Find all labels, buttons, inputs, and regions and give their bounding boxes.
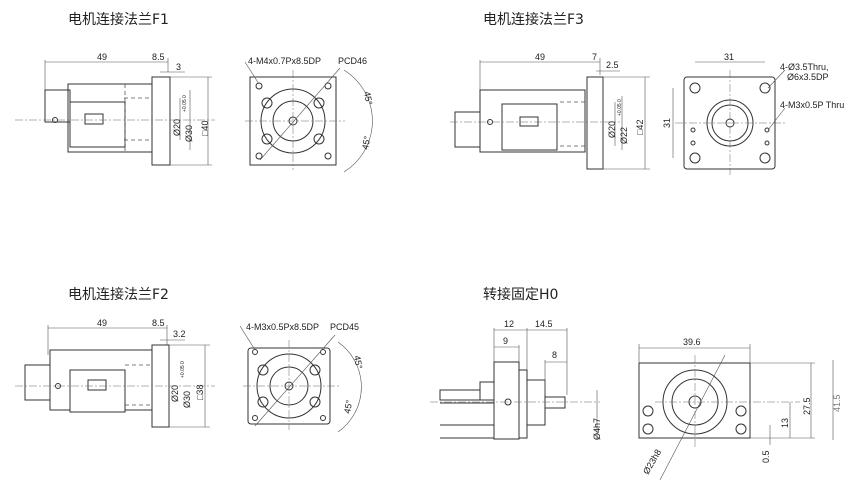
title-f2: 电机连接法兰F2 xyxy=(68,287,169,303)
title-f3: 电机连接法兰F3 xyxy=(483,12,584,28)
h0-front-h2: 13 xyxy=(780,418,790,428)
f2-front-pcd: PCD45 xyxy=(330,322,359,332)
f2-dim-step: 3.2 xyxy=(173,329,186,339)
f2-front-angle1: 45° xyxy=(352,355,364,371)
f1-dim-square: □40 xyxy=(200,121,210,136)
h0-front-h1: 27.5 xyxy=(802,397,812,415)
title-h0: 转接固定H0 xyxy=(483,287,559,303)
f1-front-view: 4-M4x0.7Px8.5DP PCD46 45° 45° xyxy=(244,56,374,173)
h0-dim-c: 9 xyxy=(503,336,508,346)
h0-dim-shaft: Ø4h7 xyxy=(592,418,602,440)
h0-dim-d: 8 xyxy=(552,350,557,360)
f1-dim-d1: Ø20 xyxy=(172,119,182,136)
f3-dim-d2: Ø22 xyxy=(619,127,629,144)
f1-dim-flange: 8.5 xyxy=(152,52,165,62)
f1-front-angle2: 45° xyxy=(360,135,372,151)
f1-front-angle1: 45° xyxy=(362,91,374,107)
f3-front-holes-a: 4-Ø3.5Thru, xyxy=(780,62,829,72)
f1-front-holes: 4-M4x0.7Px8.5DP xyxy=(248,56,321,66)
f3-dim-step: 2.5 xyxy=(606,60,619,70)
h0-front-width: 39.6 xyxy=(683,337,701,347)
f3-front-holes-c: 4-M3x0.5P Thru xyxy=(780,100,844,110)
h0-front-bore: Ø23h8 xyxy=(641,448,663,476)
title-f1: 电机连接法兰F1 xyxy=(68,12,169,28)
f2-front-view: 4-M3x0.5Px8.5DP PCD45 45° 45° xyxy=(239,322,364,433)
f1-front-pcd: PCD46 xyxy=(338,56,367,66)
h0-dim-a: 12 xyxy=(504,319,514,329)
f3-dim-flange: 7 xyxy=(592,52,597,62)
h0-front-h3: 0.5 xyxy=(761,450,771,463)
f1-dim-length: 49 xyxy=(97,52,107,62)
f3-dim-square: □42 xyxy=(635,120,645,135)
f1-side-view: 49 8.5 3 Ø20 Ø30 +0.05 0 □40 xyxy=(15,52,215,166)
f2-dim-length: 49 xyxy=(97,318,107,328)
h0-front-view: 39.6 27.5 13 0.5 Ø23h8 41.5 xyxy=(638,337,842,481)
f1-dim-tol: +0.05 0 xyxy=(182,95,188,112)
f3-front-view: 31 31 4-Ø3.5Thru, Ø6x3.5DP 4-M3x0.5P Thr… xyxy=(662,52,844,175)
f3-front-height: 31 xyxy=(662,118,672,128)
f3-front-holes-b: Ø6x3.5DP xyxy=(787,72,829,82)
h0-dim-b: 14.5 xyxy=(535,319,553,329)
f2-side-view: 49 8.5 3.2 Ø20 Ø30 +0.05 0 □38 xyxy=(15,318,215,428)
f2-dim-flange: 8.5 xyxy=(152,318,165,328)
h0-front-total: 41.5 xyxy=(832,394,842,412)
f3-front-width: 31 xyxy=(724,52,734,62)
f1-dim-step: 3 xyxy=(176,62,181,72)
f1-dim-d2: Ø30 xyxy=(184,125,194,142)
h0-side-view: 12 14.5 9 8 Ø4h7 xyxy=(430,319,602,440)
f3-dim-tol: +0.05 0 xyxy=(617,99,623,116)
f3-dim-d1: Ø20 xyxy=(607,121,617,138)
f2-front-holes: 4-M3x0.5Px8.5DP xyxy=(246,322,319,332)
f3-side-view: 49 7 2.5 Ø20 Ø22 +0.05 0 □42 xyxy=(450,52,650,170)
f2-front-angle2: 45° xyxy=(342,399,354,415)
f2-dim-d2: Ø30 xyxy=(182,391,192,408)
f2-dim-tol: +0.05 0 xyxy=(180,361,186,378)
f2-dim-square: □38 xyxy=(195,385,205,400)
f3-dim-length: 49 xyxy=(535,52,545,62)
f2-dim-d1: Ø20 xyxy=(170,385,180,402)
